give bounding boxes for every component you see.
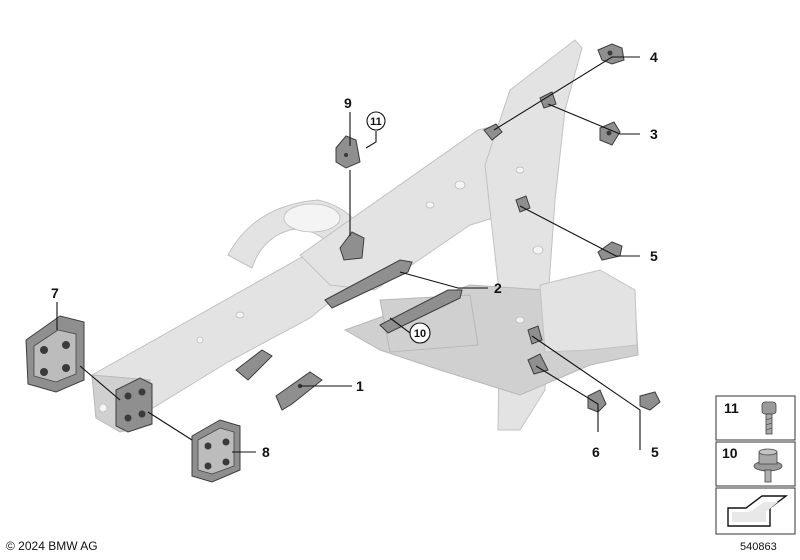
callout-5-lower: 5 (651, 444, 659, 460)
nut-part-3 (599, 121, 621, 146)
callout-7: 7 (51, 285, 59, 301)
legend-label-10: 10 (722, 445, 738, 461)
clip-part-5-mounted (515, 195, 531, 213)
bracket-part-4 (597, 43, 625, 65)
callout-8: 8 (262, 444, 270, 460)
clip-part-3-mounted (539, 91, 557, 109)
clip-part-6-mounted (527, 353, 549, 375)
callout-9: 9 (344, 95, 352, 111)
bolt-icon (761, 401, 777, 435)
diagram-number: 540863 (740, 541, 777, 553)
callout-3: 3 (650, 126, 658, 142)
reinforcement-plate-7 (25, 315, 85, 393)
callout-2: 2 (494, 280, 502, 296)
copyright-text: © 2024 BMW AG (6, 539, 98, 553)
legend-label-11: 11 (724, 400, 739, 416)
callout-11: 11 (370, 116, 382, 128)
legend-direction-box (715, 487, 796, 535)
callout-1: 1 (356, 378, 364, 394)
bracket-part-1 (235, 349, 323, 411)
reinforcement-plate-front (115, 377, 153, 433)
bracket-part-5-lower (639, 391, 661, 411)
clip-part-5b-mounted (527, 325, 543, 345)
circled-callout-10: 10 (409, 322, 431, 344)
legend-item-11: 11 (715, 395, 796, 441)
circled-callout-11: 11 (366, 111, 386, 131)
body-frame-structure (91, 39, 639, 433)
callout-6: 6 (592, 444, 600, 460)
legend-item-10: 10 (715, 441, 796, 487)
bracket-part-5-upper (597, 241, 623, 261)
callout-4: 4 (650, 49, 658, 65)
callout-10: 10 (414, 328, 426, 340)
rail-part-2 (324, 259, 463, 334)
bracket-part-9 (335, 135, 361, 169)
reinforcement-plate-8 (191, 419, 241, 483)
bracket-part-6 (587, 389, 607, 413)
flange-nut-icon (753, 448, 783, 483)
callout-5-upper: 5 (650, 248, 658, 264)
